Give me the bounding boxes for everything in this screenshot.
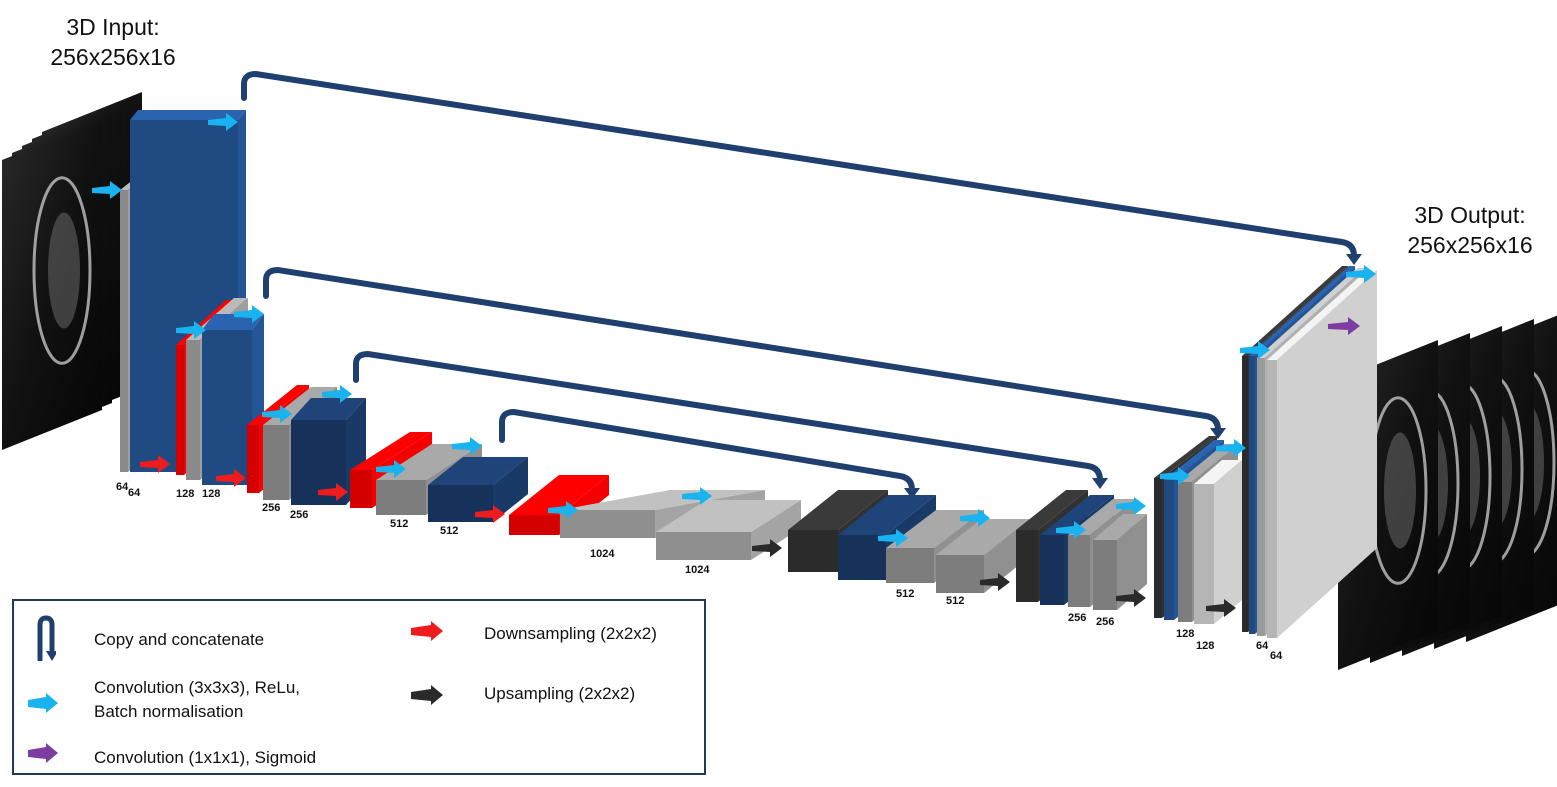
- conv-arrow-3: [176, 321, 206, 339]
- conv-arrow-9: [548, 501, 578, 519]
- channel-label-dec2a: 128: [1176, 628, 1195, 640]
- conv-arrow-17: [1240, 341, 1270, 359]
- downsampling-arrow-2: [216, 469, 246, 487]
- input-title-line2: 256x256x16: [50, 44, 176, 70]
- enc3-block-b: [291, 398, 366, 505]
- conv-arrow-18: [1346, 265, 1376, 283]
- conv-arrow-icon: [28, 693, 58, 713]
- input-title: 3D Input: 256x256x16: [38, 12, 188, 72]
- output-title-line1: 3D Output:: [1414, 202, 1526, 228]
- legend-down-label: Downsampling (2x2x2): [484, 624, 657, 643]
- downsampling-arrow-4: [475, 505, 505, 523]
- channel-label-bot-b: 1024: [685, 564, 710, 576]
- dec3-block-b: [1093, 514, 1147, 610]
- skip-connection-2: [263, 266, 1226, 439]
- dec1-block-b: [1267, 270, 1377, 638]
- mri-slice: [2, 120, 102, 450]
- conv-arrow-8: [452, 437, 482, 455]
- copy-concatenate-icon: [37, 615, 56, 661]
- channel-label-enc3a: 256: [262, 502, 281, 514]
- output-title-line2: 256x256x16: [1407, 232, 1533, 258]
- channel-label-enc3b: 256: [290, 509, 309, 521]
- channel-label-enc2b: 128: [202, 488, 221, 500]
- channel-label-dec3a: 256: [1068, 612, 1087, 624]
- dec2-block-b: [1194, 460, 1242, 624]
- skip-connections: [241, 70, 1362, 499]
- conv-arrow-6: [322, 385, 352, 403]
- channel-label-enc1a: 64: [116, 481, 129, 493]
- input-title-line1: 3D Input:: [66, 14, 160, 40]
- downsampling-arrow-icon: [411, 621, 443, 641]
- conv-arrow-16: [1216, 439, 1246, 457]
- upsampling-arrow-1: [752, 539, 782, 557]
- channel-label-dec4b: 512: [946, 595, 965, 607]
- legend-box: Copy and concatenate Convolution (3x3x3)…: [12, 599, 706, 775]
- conv-arrow-11: [878, 529, 908, 547]
- output-title: 3D Output: 256x256x16: [1390, 200, 1550, 260]
- conv-arrow-13: [1056, 521, 1086, 539]
- conv-arrow-2: [208, 113, 238, 131]
- legend-sigmoid-label: Convolution (1x1x1), Sigmoid: [94, 748, 317, 767]
- skip-connection-1: [241, 70, 1362, 265]
- legend-up-label: Upsampling (2x2x2): [484, 684, 636, 703]
- channel-label-dec4a: 512: [896, 588, 915, 600]
- channel-label-dec1a: 64: [1256, 640, 1269, 652]
- conv-arrow-4: [234, 305, 264, 323]
- downsampling-arrow-1: [140, 455, 170, 473]
- channel-label-dec3b: 256: [1096, 616, 1115, 628]
- upsampling-arrow-3: [1116, 589, 1146, 607]
- legend-conv-label-1: Convolution (3x3x3), ReLu,: [94, 678, 301, 697]
- skip-connection-4: [499, 408, 920, 499]
- skip-connection-3: [353, 350, 1108, 489]
- conv-arrow-5: [262, 405, 292, 423]
- channel-label-enc4a: 512: [390, 518, 409, 530]
- upsampling-arrow-2: [980, 573, 1010, 591]
- sigmoid-arrow: [1328, 317, 1360, 335]
- channel-label-dec2b: 128: [1196, 640, 1215, 652]
- channel-label-dec1b: 64: [1270, 650, 1283, 662]
- conv-arrow-15: [1160, 467, 1190, 485]
- legend-copy-label: Copy and concatenate: [94, 630, 265, 649]
- conv-arrow-1: [92, 181, 122, 199]
- sigmoid-arrow-icon: [28, 743, 58, 763]
- conv-arrow-7: [376, 460, 406, 478]
- legend-conv-label-2: Batch normalisation: [94, 702, 244, 721]
- operation-arrows: [92, 113, 1376, 617]
- downsampling-arrow-3: [318, 483, 348, 501]
- channel-label-enc2a: 128: [176, 488, 195, 500]
- upsampling-arrow-4: [1206, 599, 1236, 617]
- conv-arrow-14: [1116, 497, 1146, 515]
- conv-arrow-12: [960, 509, 990, 527]
- upsampling-arrow-icon: [411, 685, 443, 705]
- channel-label-enc4b: 512: [440, 525, 459, 537]
- feature-map-blocks: [120, 110, 1377, 638]
- channel-label-enc1b: 64: [128, 487, 141, 499]
- channel-label-bot-a: 1024: [590, 548, 615, 560]
- conv-arrow-10: [682, 487, 712, 505]
